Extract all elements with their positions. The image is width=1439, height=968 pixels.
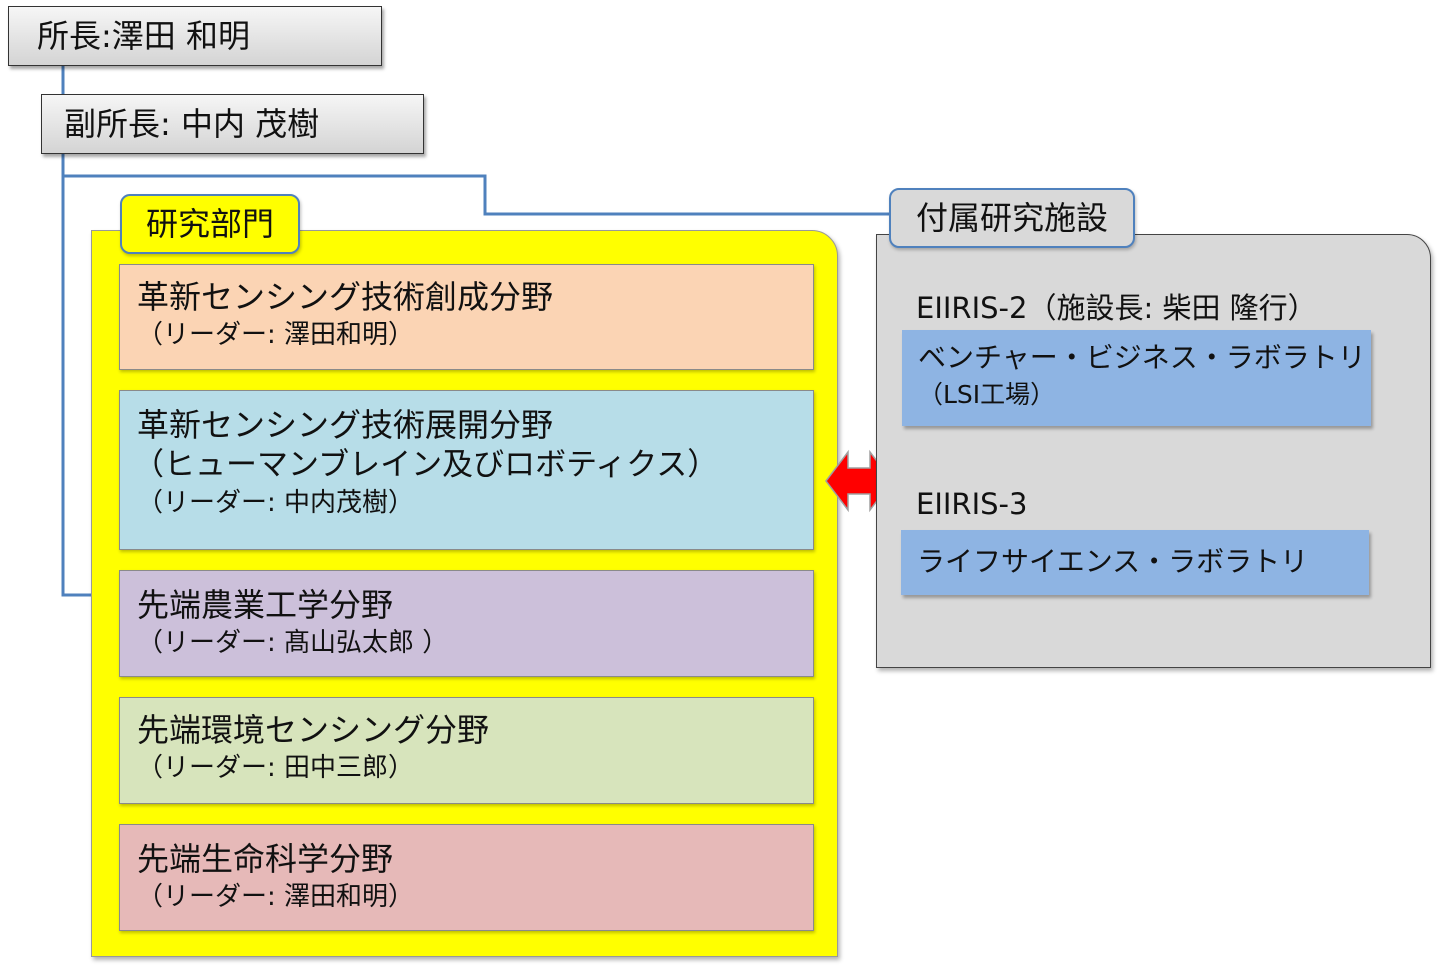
facility-title-eiiris-3: EIIRIS-3 (916, 487, 1028, 521)
field-name: 先端農業工学分野 (137, 586, 394, 624)
field-leader: （リーダー: 中内茂樹） (137, 488, 415, 518)
facilities-label: 付属研究施設 (889, 188, 1135, 248)
vice-director-label: 副所長: 中内 茂樹 (64, 105, 320, 143)
field-name: 革新センシング技術創成分野 (137, 278, 554, 316)
director-label: 所長:澤田 和明 (37, 17, 250, 55)
field-leader: （リーダー: 田中三郎） (137, 753, 415, 783)
field-subtitle: （ヒューマンブレイン及びロボティクス） (133, 447, 719, 483)
facility-name: ライフサイエンス・ラボラトリ (917, 545, 1309, 578)
field-box-environment: 先端環境センシング分野 （リーダー: 田中三郎） (119, 697, 814, 804)
facility-title-eiiris-2: EIIRIS-2（施設長: 柴田 隆行） (916, 291, 1317, 325)
field-leader: （リーダー: 髙山弘太郎 ） (137, 628, 449, 658)
field-leader: （リーダー: 澤田和明） (137, 882, 415, 912)
facility-sub: （LSI工場） (918, 380, 1056, 409)
field-name: 先端環境センシング分野 (137, 711, 490, 749)
research-division-label: 研究部門 (120, 194, 300, 254)
field-box-agriculture: 先端農業工学分野 （リーダー: 髙山弘太郎 ） (119, 570, 814, 677)
facility-name: ベンチャー・ビジネス・ラボラトリ (918, 341, 1366, 374)
facilities-panel (876, 234, 1431, 668)
field-box-sensing-deployment: 革新センシング技術展開分野 （ヒューマンブレイン及びロボティクス） （リーダー:… (119, 390, 814, 550)
facility-box-vbl: ベンチャー・ビジネス・ラボラトリ （LSI工場） (902, 330, 1371, 426)
facility-box-life-science-lab: ライフサイエンス・ラボラトリ (901, 530, 1369, 595)
field-box-life-science: 先端生命科学分野 （リーダー: 澤田和明） (119, 824, 814, 931)
field-leader: （リーダー: 澤田和明） (137, 320, 415, 350)
field-name: 先端生命科学分野 (137, 840, 394, 878)
director-box: 所長:澤田 和明 (8, 6, 382, 66)
field-box-sensing-creation: 革新センシング技術創成分野 （リーダー: 澤田和明） (119, 264, 814, 370)
field-name: 革新センシング技術展開分野 (137, 406, 554, 444)
vice-director-box: 副所長: 中内 茂樹 (41, 94, 424, 154)
